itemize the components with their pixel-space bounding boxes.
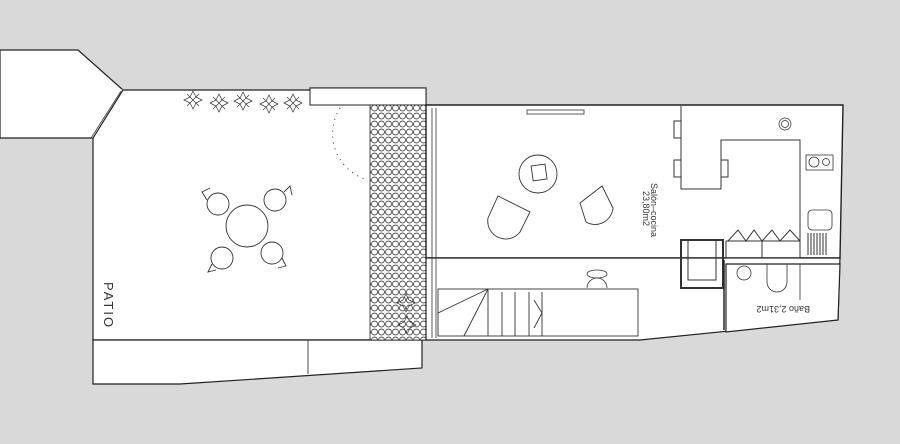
room-label-salon-cocina: Salón–cocina — [649, 183, 659, 237]
room-label-patio: PATIO — [101, 282, 116, 329]
plant-row-icons — [183, 90, 417, 335]
storage-units — [680, 229, 801, 289]
room-area-salon-cocina: 23,80m2 — [641, 191, 651, 226]
hex-tile-strip — [369, 104, 427, 341]
sink-icon — [807, 209, 833, 231]
tree-canopy-icon — [332, 107, 369, 181]
stove-icon — [805, 154, 834, 171]
staircase-icon — [437, 288, 639, 337]
kitchen-appliances — [778, 117, 834, 255]
room-label-bano: Baño 2,31m2 — [756, 304, 810, 314]
dining-table-icon — [673, 106, 801, 258]
armchair-icon — [487, 185, 614, 240]
window-icon — [526, 109, 585, 115]
patio-room: PATIO — [92, 87, 427, 385]
patio-table-icon — [201, 185, 293, 273]
bano-room: Baño 2,31m2 — [723, 260, 841, 333]
coffee-table-icon — [518, 154, 558, 194]
